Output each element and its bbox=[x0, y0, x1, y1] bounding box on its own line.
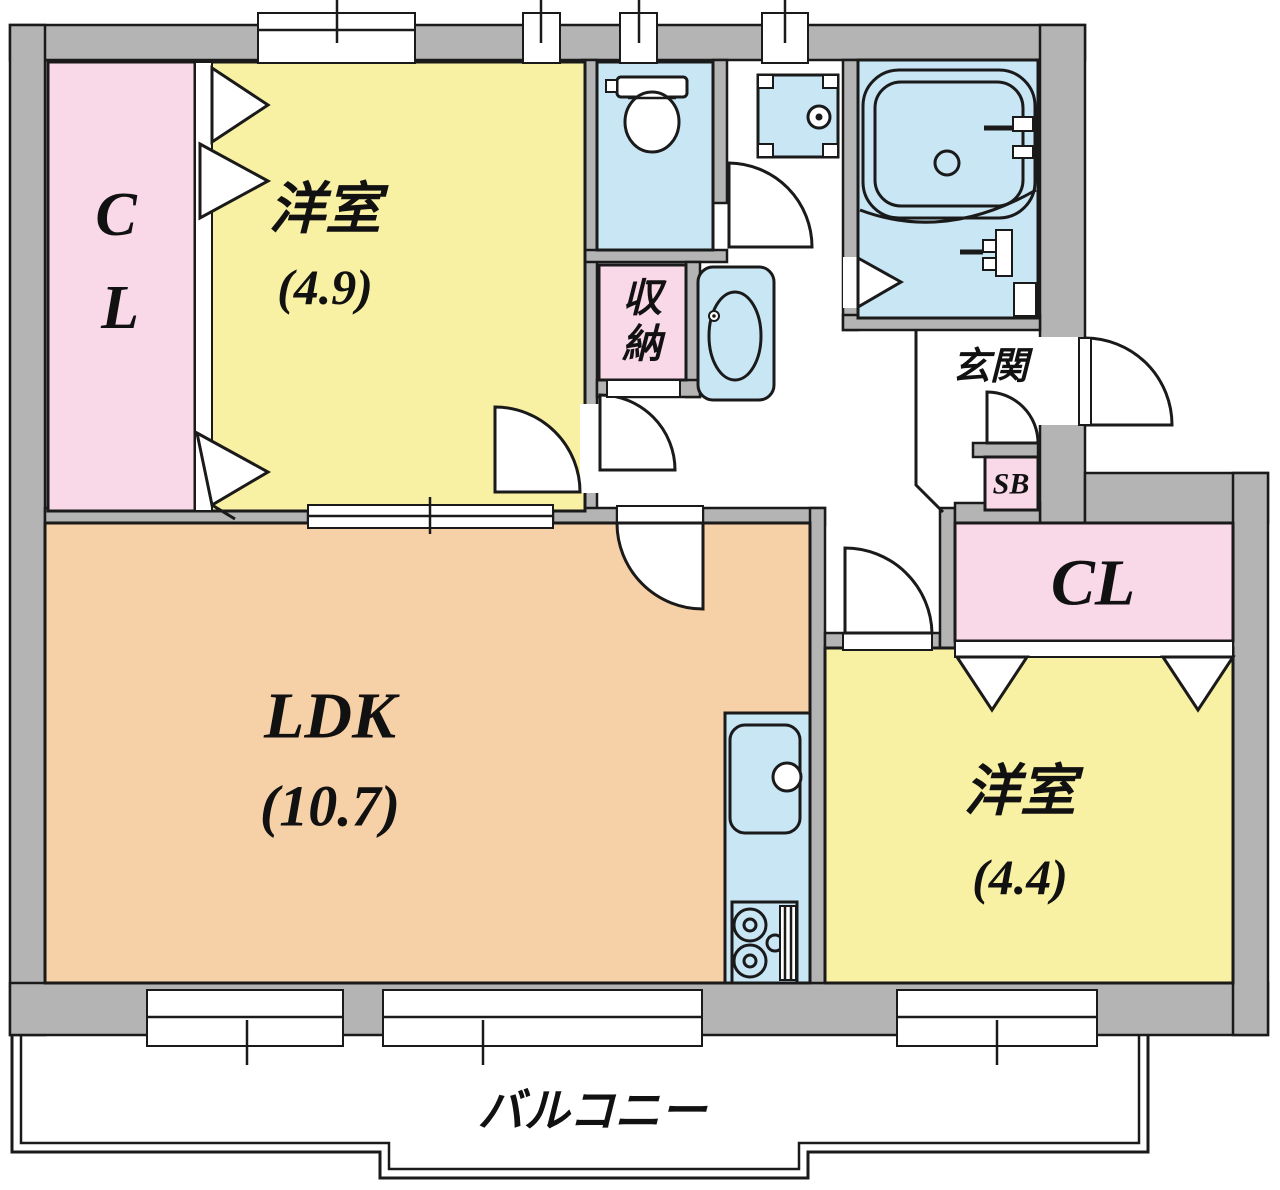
label-bedroom2-size: (4.4) bbox=[972, 849, 1068, 905]
shoe-box bbox=[983, 455, 1040, 512]
bath-folding-door-icon bbox=[856, 255, 905, 310]
genkan-step-line bbox=[914, 330, 945, 514]
label-bedroom1-name: 洋室 bbox=[269, 179, 389, 241]
closet-door-edge bbox=[211, 503, 236, 521]
label-closet-left-line1: C bbox=[95, 181, 137, 249]
kitchen-sink-icon bbox=[728, 723, 803, 835]
shower-faucet-icon bbox=[960, 229, 1037, 317]
label-closet-left-line2: L bbox=[100, 274, 139, 342]
wall-shoebox-top bbox=[971, 441, 1040, 459]
window-bottom-ldk-1 bbox=[146, 989, 344, 1065]
window-top-small-1 bbox=[522, 0, 561, 64]
toilet-icon bbox=[605, 75, 689, 154]
label-bedroom1-size: (4.9) bbox=[277, 259, 373, 315]
window-bottom-bedroom2 bbox=[896, 989, 1098, 1065]
closet-door-chevron-icon bbox=[194, 430, 272, 508]
storage-door-opening bbox=[606, 379, 681, 398]
closet-doors bbox=[194, 61, 1236, 713]
wall-toilet-right bbox=[711, 58, 729, 205]
label-storage-line2: 納 bbox=[621, 322, 666, 367]
balcony bbox=[10, 1035, 1150, 1180]
front-door-arc bbox=[1083, 336, 1174, 427]
window-top-large bbox=[257, 0, 416, 64]
closet-right-track bbox=[954, 640, 1234, 658]
closet-door-chevron-icon bbox=[954, 655, 1030, 713]
bedroom1-door-arc bbox=[493, 405, 582, 494]
wash-basin-icon bbox=[696, 265, 776, 402]
balcony-railing-outer bbox=[10, 1035, 1150, 1180]
window-top-small-2 bbox=[619, 0, 658, 64]
wall-right-upper bbox=[1038, 23, 1087, 525]
window-top-small-3 bbox=[761, 0, 809, 64]
label-ldk-name: LDK bbox=[263, 680, 400, 753]
label-shoe-box: SB bbox=[993, 468, 1030, 501]
label-ldk-size: (10.7) bbox=[260, 774, 400, 839]
balcony-railing-inner bbox=[19, 1035, 1141, 1171]
stove-icon bbox=[730, 900, 799, 985]
wall-bedroom2-left bbox=[938, 506, 957, 652]
washing-machine-pan-icon bbox=[756, 73, 840, 159]
label-balcony: バルコニー bbox=[477, 1086, 708, 1137]
wall-toilet-bottom bbox=[580, 248, 729, 264]
labels: C L 洋室 (4.9) 収 納 玄関 SB CL LDK (10.7) 洋室 … bbox=[95, 179, 1135, 1137]
label-closet-right: CL bbox=[1051, 547, 1135, 620]
washroom-door-arc bbox=[727, 161, 814, 249]
bedroom1-door-opening bbox=[580, 404, 599, 493]
bath-door-opening bbox=[843, 257, 858, 308]
sliding-window-bedroom1-ldk bbox=[307, 497, 554, 534]
bedroom2-door-opening bbox=[842, 632, 933, 651]
front-door-leaf bbox=[1078, 337, 1092, 426]
closet-door-chevron-icon bbox=[210, 65, 271, 145]
label-storage-line1: 収 bbox=[622, 276, 667, 321]
bathtub-icon bbox=[859, 68, 1037, 224]
closet-door-chevron-icon bbox=[198, 141, 272, 221]
room-closet-right bbox=[953, 521, 1235, 643]
label-entrance: 玄関 bbox=[952, 346, 1034, 388]
genkan-small-door-arc bbox=[985, 390, 1040, 445]
doors bbox=[493, 161, 1174, 651]
room-storage bbox=[597, 263, 688, 382]
ldk-door-arc bbox=[615, 521, 705, 611]
closet-door-chevron-icon bbox=[1160, 655, 1236, 713]
wall-ldk-bedroom2 bbox=[808, 506, 827, 985]
hall-door-arc bbox=[598, 393, 677, 472]
window-bottom-ldk-2 bbox=[382, 989, 703, 1065]
wall-left bbox=[8, 23, 47, 1037]
bedroom2-door-arc bbox=[843, 546, 934, 635]
wall-right-lower bbox=[1231, 471, 1270, 1037]
fixtures bbox=[605, 68, 1037, 985]
label-bedroom2-name: 洋室 bbox=[964, 761, 1084, 823]
windows bbox=[146, 0, 1098, 1065]
